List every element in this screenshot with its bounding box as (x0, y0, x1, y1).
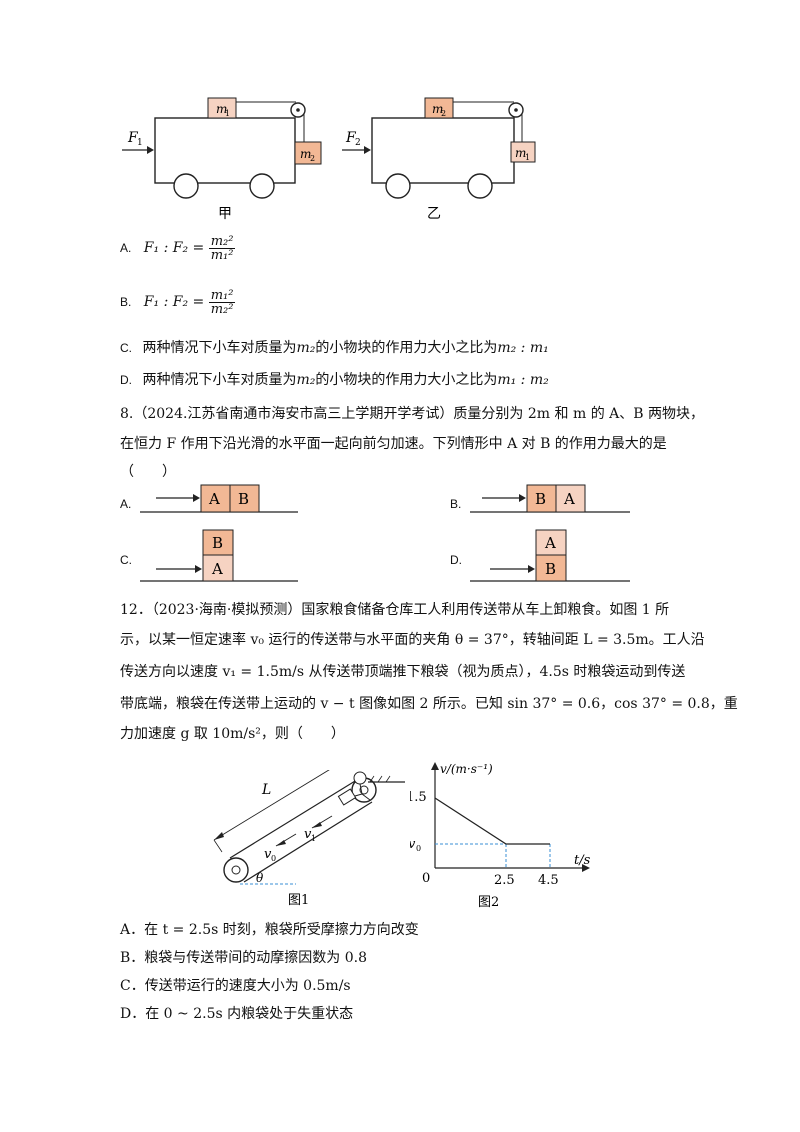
origin-label: 0 (422, 871, 430, 886)
block-a: A (208, 490, 220, 508)
q12-stem-line-1: 12．（2023·海南·模拟预测）国家粮食储备仓库工人利用传送带从车上卸粮食。如… (120, 602, 670, 618)
block-a: A (211, 560, 223, 578)
wheel-icon (467, 173, 493, 199)
v1-label: v (304, 827, 312, 842)
q7-option-c[interactable]: C. 两种情况下小车对质量为m₂的小物块的作用力大小之比为m₂ : m₁ (120, 340, 549, 356)
q7-right-top-block-sub: 2 (441, 109, 446, 118)
vt-line (434, 797, 550, 845)
q7-figure-left: m 1 m 2 F 1 甲 (122, 97, 322, 222)
q7-right-force-sub: 2 (355, 138, 361, 148)
block-b: B (238, 490, 249, 508)
v1-sub: 1 (311, 834, 316, 843)
q7-figure-right: m 2 m 1 F 2 乙 (342, 97, 536, 222)
length-label: L (261, 782, 271, 798)
q7-option-d[interactable]: D. 两种情况下小车对质量为m₂的小物块的作用力大小之比为m₁ : m₂ (120, 372, 549, 388)
q12-figure-2-vt-graph: v/(m·s⁻¹) t/s 1.5 v 0 0 2.5 4.5 图2 (410, 762, 591, 910)
wheel-icon (249, 173, 275, 199)
q7-right-side-block-label: m (515, 146, 526, 160)
q12-option-a[interactable]: A．在 t = 2.5s 时刻，粮袋所受摩擦力方向改变 (120, 922, 419, 938)
q12-figure-1-caption: 图1 (288, 893, 309, 908)
block-b: B (545, 560, 556, 578)
q8-option-d-figure[interactable]: A B (470, 528, 630, 584)
y-tick-v0: v (410, 837, 416, 852)
q7-left-side-block-sub: 2 (310, 154, 315, 163)
wheel-icon (173, 173, 199, 199)
q7-right-caption: 乙 (427, 206, 441, 222)
q7-left-top-block-label: m (216, 102, 227, 116)
q8-option-a-label[interactable]: A. (120, 497, 132, 511)
y-tick-v0-sub: 0 (416, 844, 421, 853)
q12-stem-line-3: 传送方向以速度 v₁ = 1.5m/s 从传送带顶端推下粮袋（视为质点），4.5… (120, 664, 686, 680)
q8-option-b-label[interactable]: B. (450, 497, 462, 511)
q8-stem-line-2: 在恒力 F 作用下沿光滑的水平面一起向前匀加速。下列情形中 A 对 B 的作用力… (120, 436, 667, 452)
q8-option-c-label[interactable]: C. (120, 553, 132, 567)
worker-icon (353, 771, 367, 785)
q12-stem-line-5: 力加速度 g 取 10m/s²，则（ ） (120, 726, 345, 742)
y-axis-label: v/(m·s⁻¹) (440, 762, 493, 776)
q8-option-d-label[interactable]: D. (450, 553, 462, 567)
q7-left-caption: 甲 (218, 206, 232, 222)
q8-option-b-figure[interactable]: B A (470, 482, 630, 516)
q7-left-top-block-sub: 1 (225, 109, 230, 118)
q7-left-side-block-label: m (300, 147, 311, 161)
q7-left-force-sub: 1 (137, 138, 143, 148)
q12-stem-line-2: 示，以某一恒定速率 v₀ 运行的传送带与水平面的夹角 θ = 37°，转轴间距 … (120, 632, 705, 648)
x-tick-4-5: 4.5 (538, 873, 559, 888)
q8-stem-line-3: （ ） (120, 464, 176, 480)
q12-option-c[interactable]: C．传送带运行的速度大小为 0.5m/s (120, 978, 351, 994)
q7-left-force-label: F (127, 130, 139, 146)
block-b: B (535, 490, 546, 508)
q12-stem-line-4: 带底端，粮袋在传送带上运动的 v − t 图像如图 2 所示。已知 sin 37… (120, 696, 738, 712)
x-tick-2-5: 2.5 (494, 873, 515, 888)
wheel-icon (385, 173, 411, 199)
q7-right-top-block-label: m (432, 102, 443, 116)
block-a: A (544, 534, 556, 552)
q12-figure-2-caption: 图2 (478, 895, 499, 910)
v0-sub: 0 (271, 854, 276, 863)
q8-stem-line-1: 8.（2024.江苏省南通市海安市高三上学期开学考试）质量分别为 2m 和 m … (120, 406, 704, 422)
theta-label: θ (256, 871, 264, 885)
y-tick-1-5: 1.5 (410, 790, 427, 805)
q8-option-c-figure[interactable]: B A (140, 528, 300, 584)
q12-option-d[interactable]: D．在 0 ~ 2.5s 内粮袋处于失重状态 (120, 1006, 354, 1022)
block-b: B (212, 534, 223, 552)
q12-option-b[interactable]: B．粮袋与传送带间的动摩擦因数为 0.8 (120, 950, 368, 966)
x-axis-label: t/s (574, 853, 591, 868)
q7-right-force-label: F (345, 130, 357, 146)
q12-figure-1-conveyor: L v 1 v 0 θ 图1 (213, 770, 405, 908)
q7-right-side-block-sub: 1 (525, 153, 530, 162)
block-a: A (563, 490, 575, 508)
q8-option-a-figure[interactable]: A B (140, 482, 300, 516)
v0-label: v (264, 847, 272, 862)
